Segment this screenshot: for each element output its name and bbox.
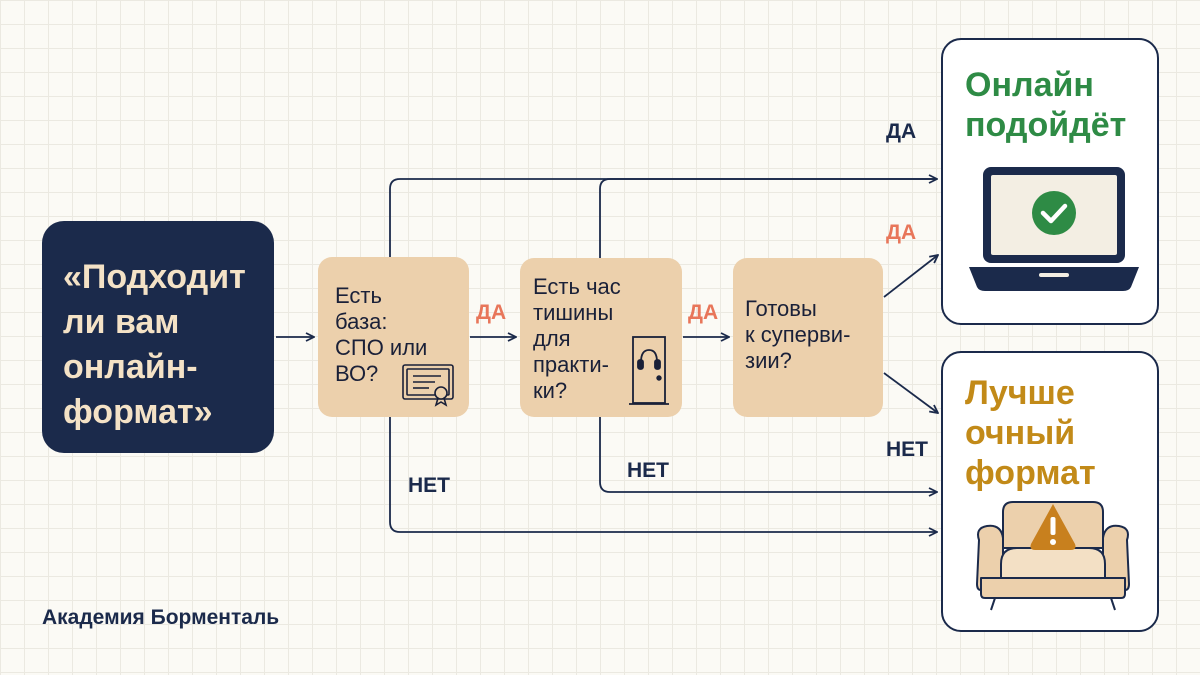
armchair-warning-icon [976,501,1130,611]
arrow-q3-yes-to-online [883,255,938,298]
arrow-q3-no-to-offline [883,372,938,413]
result-title-line: подойдёт [965,106,1127,144]
arrow-q1-no-to-offline [389,417,937,532]
question-supervision-box: Готовы к суперви- зии? [733,258,883,417]
result-title-line: очный [965,414,1076,452]
question-line: Есть [335,283,382,308]
question-line: ВО? [335,361,379,386]
result-online-box: Онлайн подойдёт [941,38,1159,325]
door-headphones-icon [629,336,669,405]
result-online-title: Онлайн подойдёт [965,65,1126,145]
label-no-q2: НЕТ [627,459,669,482]
result-title-line: Лучше [965,374,1075,412]
question-line: практи- [533,352,609,377]
label-yes-q2: ДА [688,301,719,324]
footer-brand: Академия Борменталь [42,606,280,629]
start-question-box: «Подходит ли вам онлайн- формат» [42,221,274,453]
question-line: Готовы [745,296,817,321]
question-line: СПО или [335,335,428,360]
arrow-q1-top-to-online [389,179,937,257]
start-line: онлайн- [63,348,198,386]
result-offline-title: Лучше очный формат [965,373,1096,493]
arrow-q2-no-to-offline [599,417,937,492]
label-yes-q3: ДА [886,221,917,244]
certificate-icon [402,364,454,407]
question-quiet-hour-box: Есть час тишины для практи- ки? [520,258,682,417]
label-no-q1: НЕТ [408,474,450,497]
question-line: тишины [533,300,614,325]
result-title-line: формат [965,454,1096,492]
label-no-q3: НЕТ [886,438,928,461]
question-education-box: Есть база: СПО или ВО? [318,257,469,417]
start-line: формат» [63,393,213,431]
question-line: Есть час [533,274,621,299]
question-line: к суперви- [745,322,851,347]
laptop-check-icon [969,167,1139,291]
start-line: «Подходит [63,258,246,296]
question-line: база: [335,309,388,334]
question-line: зии? [745,348,792,373]
result-offline-box: Лучше очный формат [941,351,1159,632]
question-line: для [533,326,571,351]
start-line: ли вам [63,303,180,341]
question-line: ки? [533,378,568,403]
arrow-q2-top-to-online [599,178,937,258]
label-yes-q1: ДА [476,301,507,324]
result-title-line: Онлайн [965,66,1094,104]
label-yes-top: ДА [886,120,917,143]
